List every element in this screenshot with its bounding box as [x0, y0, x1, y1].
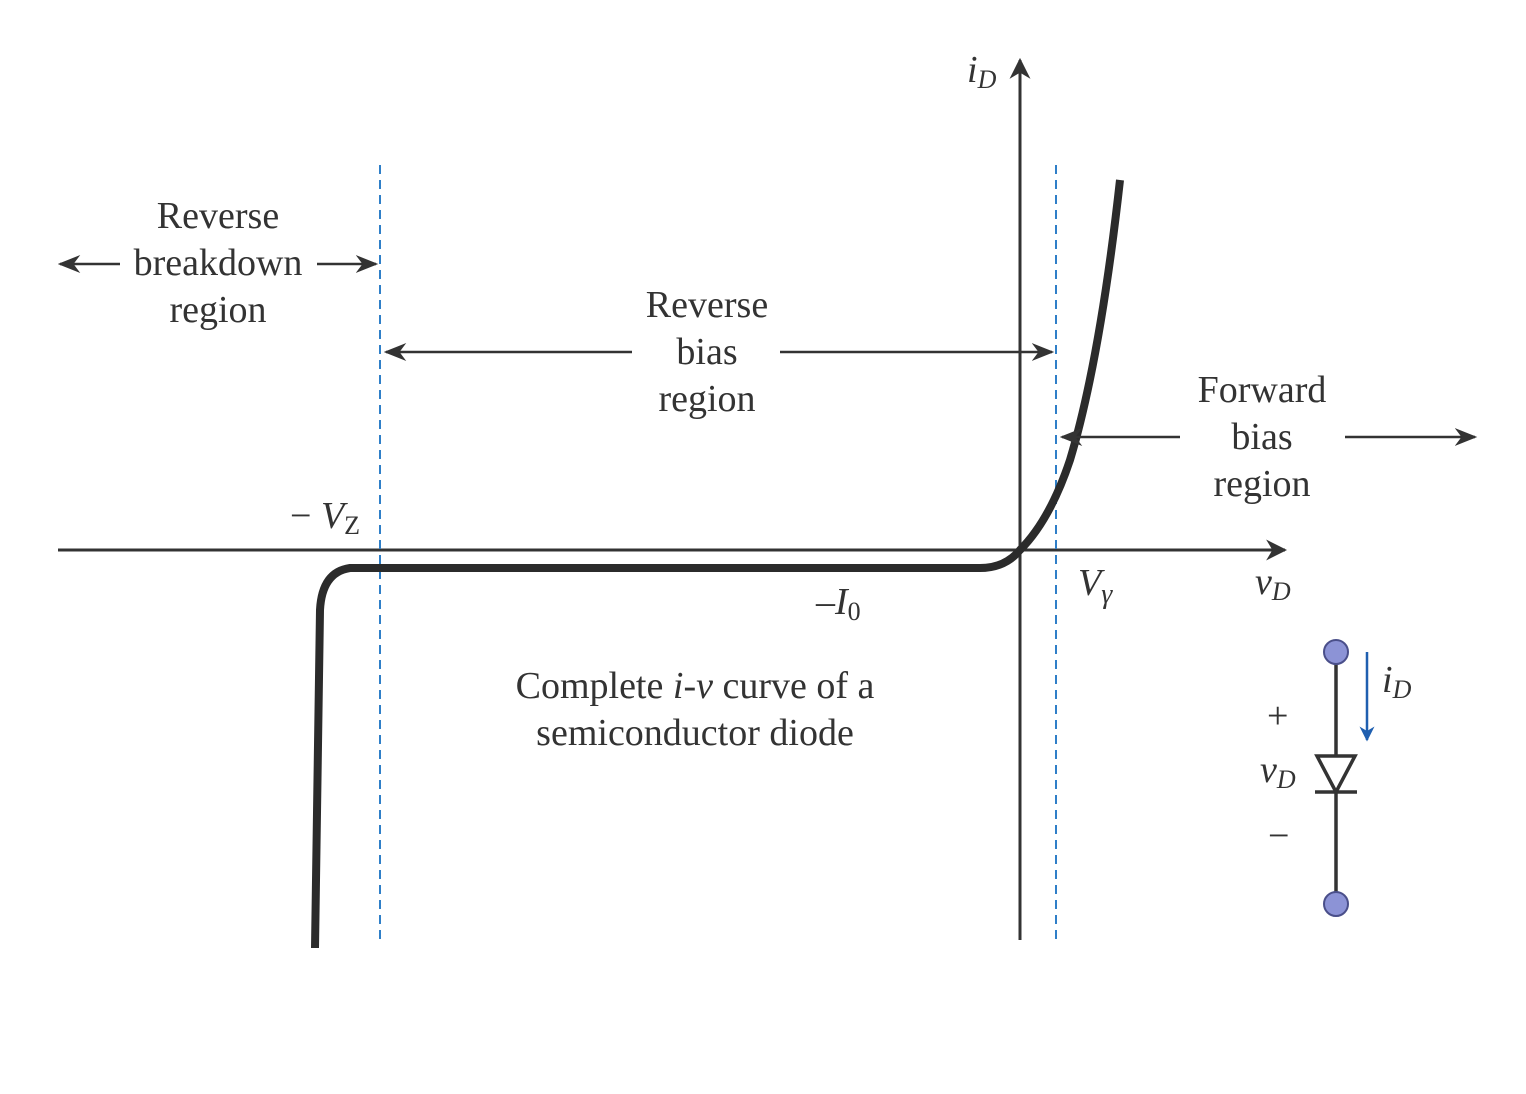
circuit-current-label: iD [1382, 659, 1412, 704]
forward-bias-region-label: Forward bias region [1198, 369, 1327, 505]
svg-text:region: region [169, 289, 266, 331]
vd-axis-label: vD [1255, 561, 1291, 606]
vz-label: − VZ [290, 495, 360, 540]
svg-text:Complete i-v curve of a: Complete i-v curve of a [516, 665, 875, 707]
diode-triangle [1314, 754, 1358, 796]
svg-text:bias: bias [1231, 416, 1292, 458]
reverse-bias-region-label: Reverse bias region [646, 284, 768, 420]
iv-curve [311, 179, 1124, 949]
diode-circuit-symbol: iD + vD − [1260, 639, 1412, 917]
vgamma-label: Vγ [1078, 562, 1113, 610]
id-axis-label: iD [967, 49, 997, 94]
svg-text:Reverse: Reverse [646, 284, 768, 326]
svg-text:bias: bias [676, 331, 737, 373]
svg-text:Reverse: Reverse [157, 195, 279, 237]
minus-sign: − [1268, 815, 1289, 857]
svg-text:breakdown: breakdown [134, 242, 303, 284]
diagram-caption: Complete i-v curve of a semiconductor di… [516, 665, 875, 754]
plus-sign: + [1267, 695, 1288, 737]
svg-text:Forward: Forward [1198, 369, 1327, 411]
circuit-voltage-label: vD [1260, 749, 1296, 794]
cathode-terminal [1323, 891, 1349, 917]
svg-text:semiconductor diode: semiconductor diode [536, 712, 854, 754]
i0-label: –I0 [815, 581, 861, 626]
svg-text:region: region [1213, 463, 1310, 505]
anode-terminal [1323, 639, 1349, 665]
breakdown-region-label: Reverse breakdown region [134, 195, 303, 331]
svg-text:region: region [658, 378, 755, 420]
